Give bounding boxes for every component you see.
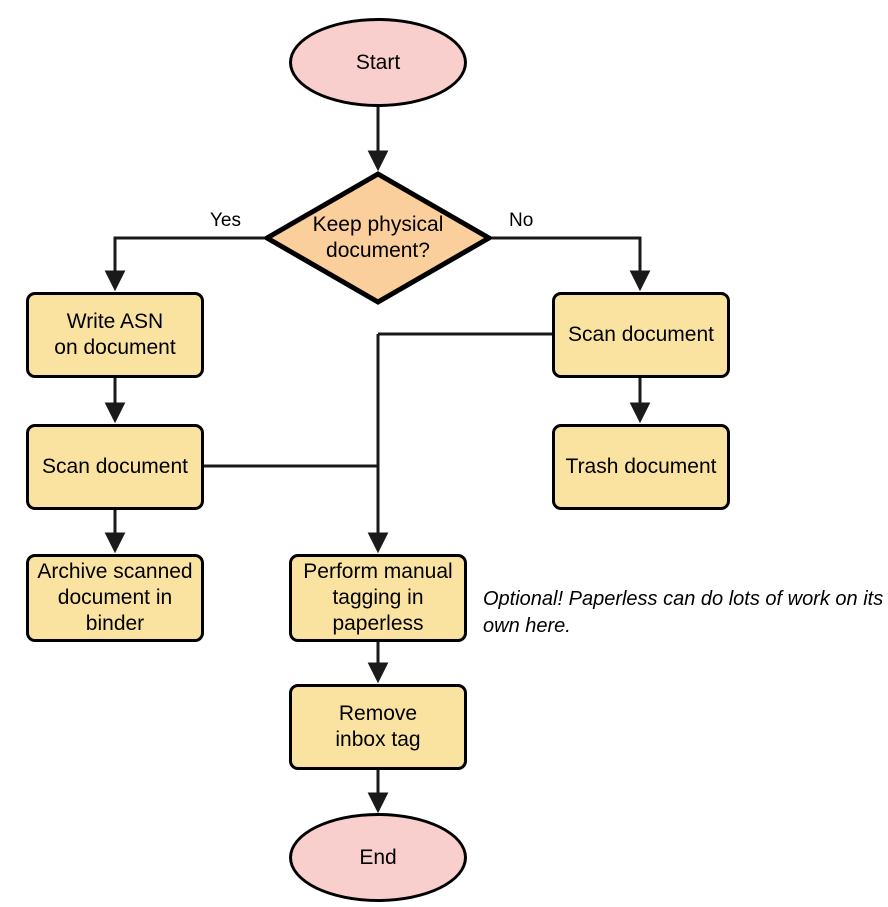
edge-label-yes: Yes [210, 210, 241, 231]
node-scan-document-right[interactable]: Scan document [552, 292, 730, 378]
node-archive-label: Archive scanned document in binder [37, 560, 193, 635]
node-end-label: End [359, 845, 397, 869]
node-trash-document[interactable]: Trash document [552, 424, 730, 510]
node-archive-scanned-document-in-binder[interactable]: Archive scanned document in binder [26, 554, 204, 642]
edge-label-no: No [509, 210, 534, 231]
node-perform-manual-tagging-in-paperless[interactable]: Perform manual tagging in paperless [289, 554, 467, 642]
node-start-label: Start [355, 50, 401, 74]
node-remove-inbox-tag-label: Remove inbox tag [335, 702, 421, 751]
edge-decision-to-write-asn [104, 236, 264, 292]
node-scan-document-left[interactable]: Scan document [26, 424, 204, 510]
node-write-asn-on-document[interactable]: Write ASN on document [26, 292, 204, 378]
node-remove-inbox-tag[interactable]: Remove inbox tag [289, 684, 467, 770]
diamond-shape [264, 171, 492, 305]
node-trash-document-label: Trash document [565, 455, 717, 478]
edge-decision-to-scan-right [492, 236, 651, 292]
node-start[interactable]: Start [289, 18, 467, 107]
node-scan-document-left-label: Scan document [42, 455, 188, 478]
note-optional: Optional! Paperless can do lots of work … [483, 588, 884, 637]
node-keep-physical-document-decision[interactable]: Keep physical document? [264, 171, 492, 305]
node-scan-document-right-label: Scan document [568, 323, 714, 346]
node-tagging-label: Perform manual tagging in paperless [303, 560, 453, 635]
node-write-asn-label: Write ASN on document [54, 310, 176, 359]
node-decision-label: Keep physical document? [312, 213, 444, 262]
node-end[interactable]: End [289, 813, 467, 902]
